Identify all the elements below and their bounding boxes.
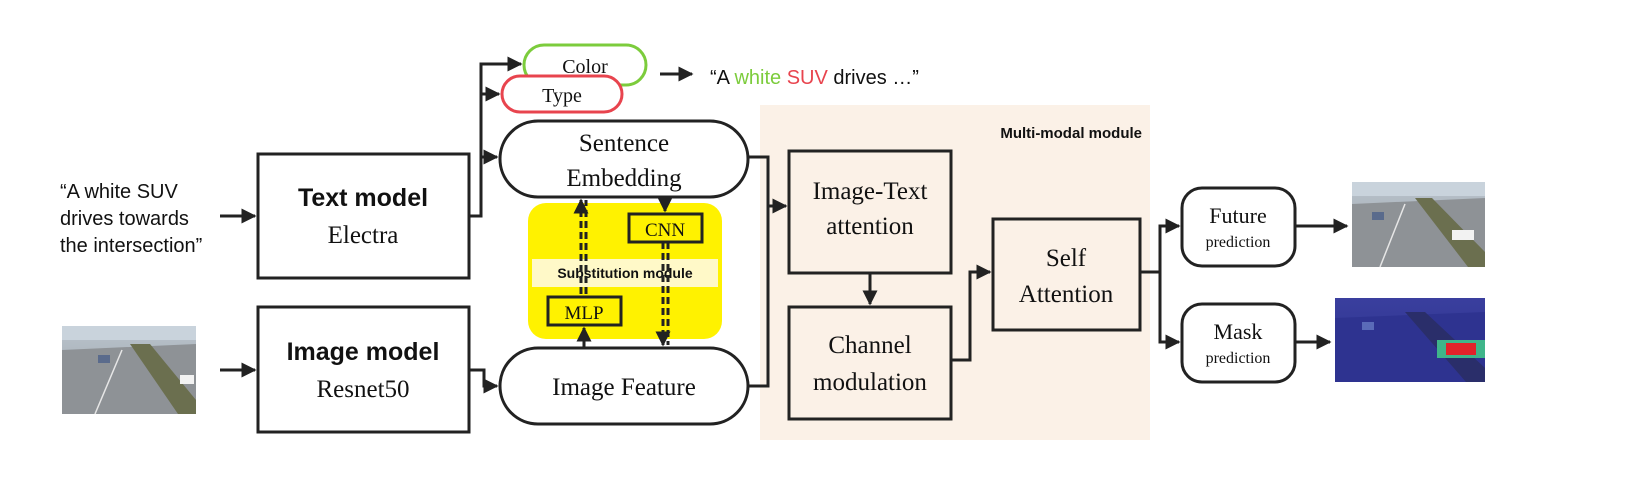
image-model-box [256,305,471,434]
input-text-line-1: “A white SUV [60,181,178,203]
text-model-name: Electra [328,222,399,249]
text-model-title: Text model [298,184,428,212]
mask-prediction-line-2: prediction [1206,350,1271,367]
input-text-line-3: the intersection” [60,235,202,257]
input-text-line-2: drives towards [60,208,189,230]
type-attribute-label: Type [542,85,582,107]
sentence-embedding-line-1: Sentence [579,130,669,157]
connectors [220,56,1349,394]
type-attribute-pill [500,74,624,114]
channel-modulation-box [787,305,953,421]
image-model-name: Resnet50 [316,376,409,403]
cnn-label: CNN [645,220,685,241]
image-model-title: Image model [287,338,440,366]
sentence-embedding-box [498,119,750,199]
mlp-box [546,295,623,327]
sentence-embedding-line-2: Embedding [566,165,682,192]
traffic-camera-image [62,326,196,415]
image-feature-label: Image Feature [552,374,696,401]
arrow-sentence-embedding-to-attention [748,155,788,214]
output-sentence-suffix: drives …” [828,67,919,89]
future-frame-image [1352,182,1485,268]
substitution-module-title: Substitution module [557,265,693,281]
output-sentence-type-word: SUV [787,67,829,89]
arrow-self-attention-to-mask [1158,272,1181,350]
future-prediction-line-1: Future [1209,203,1266,228]
output-sentence: “A white SUV drives …” [710,67,919,89]
self-attention-box [991,217,1142,332]
channel-modulation-line-2: modulation [813,369,927,396]
image-text-attention-box [787,149,953,275]
output-sentence-color-word: white [733,67,781,89]
color-attribute-label: Color [562,56,608,78]
arrow-text-model-to-color [469,56,523,218]
arrow-self-attention-to-future [1140,218,1181,274]
output-sentence-prefix: “A [710,67,734,89]
image-text-attention-line-2: attention [826,213,914,240]
mask-overlay-image [1335,298,1485,382]
self-attention-line-2: Attention [1019,281,1114,308]
arrow-image-model-to-image-feature [469,368,499,394]
cnn-box [627,212,704,244]
mlp-label: MLP [564,303,603,324]
image-text-attention-line-1: Image-Text [813,178,928,205]
channel-modulation-line-1: Channel [828,332,911,359]
multimodal-module-title: Multi-modal module [1000,125,1142,142]
mask-prediction-line-1: Mask [1214,319,1263,344]
text-model-box [256,152,471,280]
self-attention-line-1: Self [1046,245,1087,272]
substitution-module-label-band [532,259,718,287]
arrow-channel-modulation-to-self-attention [951,264,992,362]
arrow-image-feature-to-attention [748,206,770,388]
future-prediction-line-2: prediction [1206,234,1271,251]
